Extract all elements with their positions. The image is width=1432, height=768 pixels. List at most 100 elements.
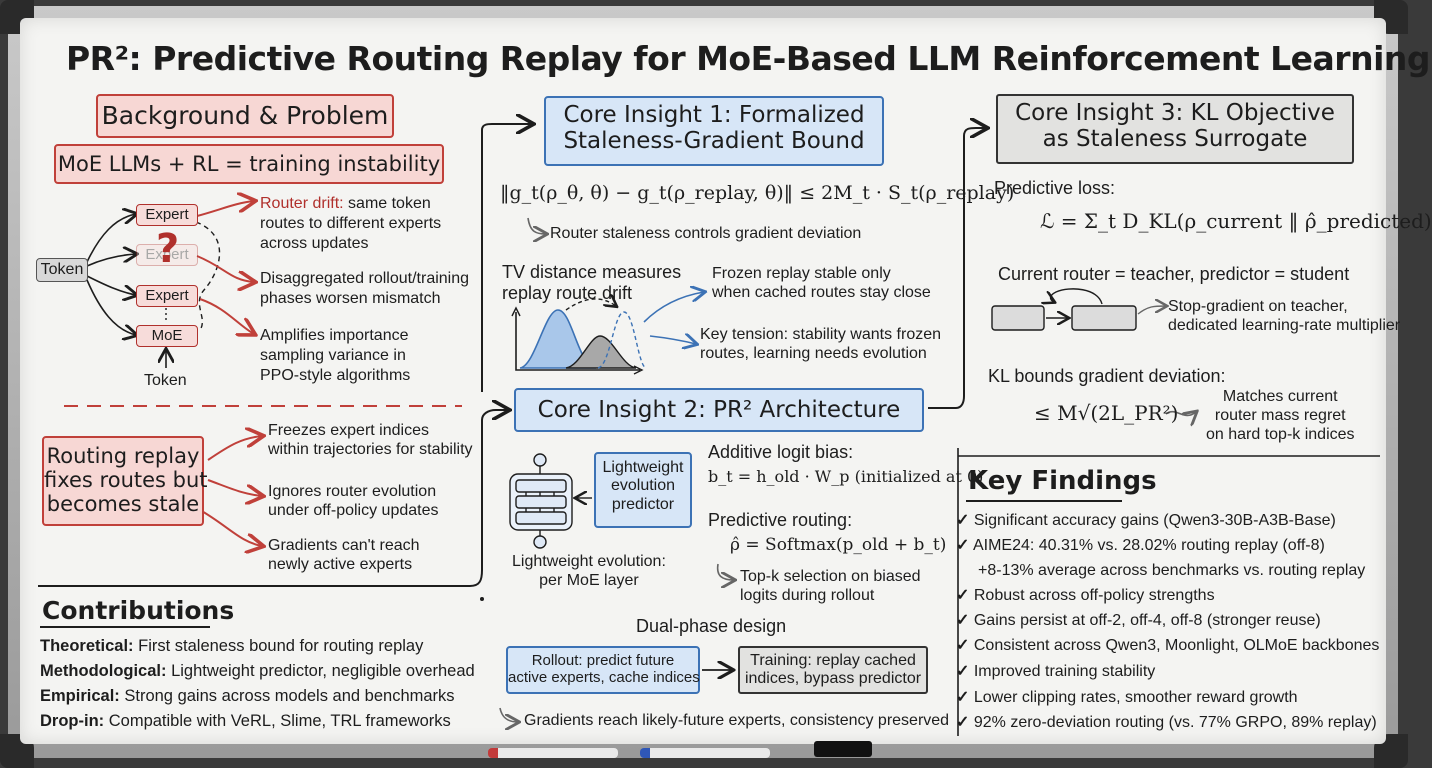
finding-text: Improved training stability xyxy=(973,663,1156,680)
expert-node-1: Expert xyxy=(136,204,198,226)
replay-arrow xyxy=(207,479,262,496)
findings-heading: Key Findings xyxy=(968,466,1157,496)
findings-underline xyxy=(966,500,1122,502)
check-icon: ✓ xyxy=(956,512,970,529)
finding-text: Consistent across Qwen3, Moonlight, OLMo… xyxy=(973,637,1380,654)
amplifies-arrow xyxy=(199,298,254,334)
check-icon: ✓ xyxy=(956,689,970,706)
per-layer-text: Lightweight evolution: per MoE layer xyxy=(512,553,666,589)
training-box: Training: replay cached indices, bypass … xyxy=(738,646,928,694)
check-icon: ✓ xyxy=(956,663,970,680)
replay-arrow xyxy=(199,509,262,546)
dual-phase-label: Dual-phase design xyxy=(636,616,787,636)
background-to-insight1-arrow xyxy=(481,124,532,392)
rollout-box: Rollout: predict future active experts, … xyxy=(506,646,700,694)
contribution-term: Theoretical: xyxy=(40,637,134,655)
finding-text: 92% zero-deviation routing (vs. 77% GRPO… xyxy=(973,714,1377,731)
staleness-bound-formula: ‖g_t(ρ_θ, θ) − g_t(ρ_replay, θ)‖ ≤ 2M_t … xyxy=(500,182,1015,204)
contribution-term: Empirical: xyxy=(40,687,120,705)
amplifies-line-1: Amplifies importance xyxy=(260,327,409,344)
contributions-underline xyxy=(40,626,210,628)
kl-bound-label: KL bounds gradient deviation: xyxy=(988,366,1226,386)
replay-to-insight2-arrow xyxy=(38,410,508,587)
expert-node-2: Expert xyxy=(136,244,198,266)
router-drift-rest: same token xyxy=(343,195,431,212)
finding-text: Gains persist at off-2, off-4, off-8 (st… xyxy=(973,612,1321,629)
gradients-reach-text: Gradients reach likely-future experts, c… xyxy=(524,712,950,729)
teacher-student-drawing xyxy=(991,288,1166,331)
insight2-heading: Core Insight 2: PR² Architecture xyxy=(514,388,924,432)
regret-arrow xyxy=(1165,412,1196,416)
check-icon: ✓ xyxy=(956,714,970,731)
background-heading: Background & Problem xyxy=(96,94,394,138)
contributions-heading: Contributions xyxy=(42,596,235,625)
routing-replay-box: Routing replay fixes routes but becomes … xyxy=(42,436,208,526)
staleness-note: Router staleness controls gradient devia… xyxy=(550,225,862,242)
replay-point-3: Gradients can't reach newly active exper… xyxy=(268,537,420,573)
regret-text: Matches current router mass regret on ha… xyxy=(1206,388,1355,443)
finding-text: +8-13% average across benchmarks vs. rou… xyxy=(978,562,1366,579)
red-marker xyxy=(488,748,618,758)
finding-item: +8-13% average across benchmarks vs. rou… xyxy=(978,562,1365,581)
frozen-replay-text: Frozen replay stable only when cached ro… xyxy=(712,265,931,301)
token-to-expert-arrow xyxy=(86,214,136,263)
key-tension-text: Key tension: stability wants frozen rout… xyxy=(700,326,942,362)
contribution-item: Theoretical: First staleness bound for r… xyxy=(40,637,423,656)
topk-arrow xyxy=(716,563,734,580)
finding-item: ✓ 92% zero-deviation routing (vs. 77% GR… xyxy=(956,714,1377,733)
token-to-moe-arrow xyxy=(86,279,136,335)
replay-arrow xyxy=(207,436,262,461)
finding-text: Lower clipping rates, smoother reward gr… xyxy=(973,689,1298,706)
contribution-term: Methodological: xyxy=(40,662,167,680)
gradients-arrow xyxy=(499,707,518,722)
question-mark-icon: ? xyxy=(156,226,180,272)
finding-item: ✓ Significant accuracy gains (Qwen3-30B-… xyxy=(956,512,1336,531)
frozen-arrow xyxy=(643,292,704,323)
teacher-student-text: Current router = teacher, predictor = st… xyxy=(998,264,1350,284)
contribution-text: Strong gains across models and benchmark… xyxy=(119,687,455,705)
check-icon: ✓ xyxy=(956,612,970,629)
token-to-expert-arrow xyxy=(86,275,136,295)
amplifies-line-3: PPO-style algorithms xyxy=(260,367,411,384)
stop-gradient-text: Stop-gradient on teacher, dedicated lear… xyxy=(1168,298,1401,334)
disaggregated-arrow xyxy=(196,255,254,282)
eraser xyxy=(814,741,872,757)
staleness-note-arrow xyxy=(527,217,546,234)
finding-item: ✓ AIME24: 40.31% vs. 28.02% routing repl… xyxy=(956,537,1325,556)
contribution-text: Compatible with VeRL, Slime, TRL framewo… xyxy=(104,712,451,730)
logit-bias-formula: b_t = h_old · W_p (initialized at 0) xyxy=(708,467,984,486)
token-bottom-label: Token xyxy=(144,372,187,389)
check-icon: ✓ xyxy=(956,537,970,554)
findings-list: ✓ Significant accuracy gains (Qwen3-30B-… xyxy=(956,512,1380,742)
finding-item: ✓ Gains persist at off-2, off-4, off-8 (… xyxy=(956,612,1321,631)
background-subheading: MoE LLMs + RL = training instability xyxy=(54,144,444,184)
predictive-routing-formula: ρ̂ = Softmax(p_old + b_t) xyxy=(730,535,947,555)
contribution-term: Drop-in: xyxy=(40,712,105,730)
token-node: Token xyxy=(36,258,88,282)
moe-layer-drawing xyxy=(509,453,573,549)
contribution-text: First staleness bound for routing replay xyxy=(133,637,424,655)
check-icon: ✓ xyxy=(956,587,970,604)
disaggregated-line-1: Disaggregated rollout/training xyxy=(260,270,470,287)
contribution-item: Empirical: Strong gains across models an… xyxy=(40,687,455,706)
router-drift-line-1: Router drift: same token xyxy=(260,195,431,214)
insight2-to-insight3-arrow xyxy=(928,128,986,409)
check-icon: ✓ xyxy=(956,637,970,654)
insight3-heading: Core Insight 3: KL Objective as Stalenes… xyxy=(996,94,1354,164)
tension-arrow xyxy=(649,336,696,344)
replay-point-1: Freezes expert indices within trajectori… xyxy=(268,422,473,458)
moe-node: MoE xyxy=(136,325,198,347)
topk-text: Top-k selection on biased logits during … xyxy=(740,568,921,604)
kl-bound-formula: ≤ M√(2L_PR²) xyxy=(1034,401,1179,425)
amplifies-line-2: sampling variance in xyxy=(260,347,406,364)
finding-item: ✓ Lower clipping rates, smoother reward … xyxy=(956,689,1298,708)
contribution-item: Drop-in: Compatible with VeRL, Slime, TR… xyxy=(40,712,451,731)
finding-item: ✓ Robust across off-policy strengths xyxy=(956,587,1215,606)
drift-dashed-curve xyxy=(195,221,221,331)
contribution-item: Methodological: Lightweight predictor, n… xyxy=(40,662,475,681)
predictive-loss-formula: ℒ = Σ_t D_KL(ρ_current ‖ ρ̂_predicted) xyxy=(1040,209,1432,233)
router-drift-term: Router drift: xyxy=(260,195,344,212)
token-to-expert-arrow xyxy=(86,254,136,267)
